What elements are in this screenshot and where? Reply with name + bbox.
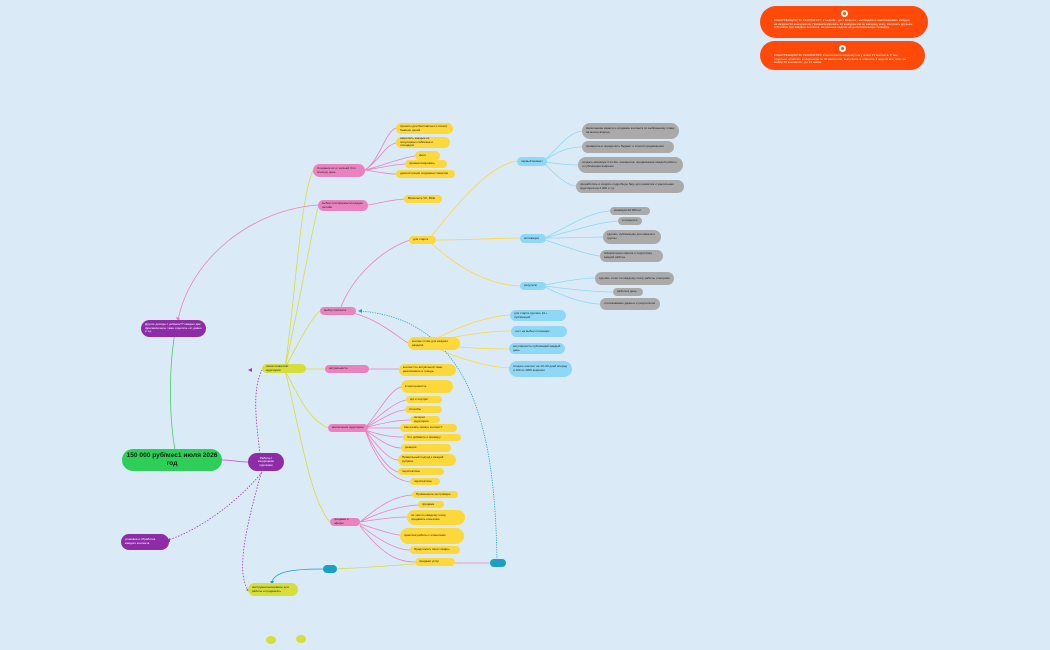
cp1-node[interactable]: для старта сделать 10+ публикаций — [510, 310, 566, 321]
teal-node-left[interactable] — [323, 565, 337, 573]
cp2-node[interactable]: тест на выбор площадок — [511, 326, 567, 337]
s1a-node[interactable]: Наполнение канала и создание контента по… — [582, 123, 679, 139]
s3a-node[interactable]: сделать отчет по каждому этапу работы и … — [595, 272, 674, 285]
work-node[interactable]: Работа с входящими сделками — [248, 453, 284, 471]
e5-node[interactable]: Как начать писать контент? — [400, 424, 457, 432]
s3c-node[interactable]: отслеживание данных и результатов — [600, 298, 660, 310]
c3-node[interactable]: фото — [415, 151, 440, 160]
stage2-node[interactable]: мотивация — [520, 234, 546, 243]
edge-work-passive — [167, 469, 265, 541]
note-text: КОНКУРЕНЦИЯ ПО РЕЗУЛЬТАТУ: 3 контента по… — [774, 53, 906, 65]
sell-node[interactable]: продажи и оферы — [330, 518, 360, 526]
c5-node[interactable]: демонстрация созданных каналов — [396, 170, 455, 178]
f6-node[interactable]: продажи услуг — [415, 558, 455, 566]
note-text: КОНКУРЕНЦИЯ ПО РЕЗУЛЬТАТУ: 2 недели - до… — [774, 18, 913, 30]
alert-icon — [839, 45, 846, 52]
c2-node[interactable]: закрепить каждые из популярных пабликов … — [396, 137, 450, 148]
cp4-node[interactable]: создать контент на 10–30 дней вперед и 1… — [509, 361, 572, 377]
edge-root-other — [170, 332, 176, 451]
engage-node[interactable]: вовлечение аудитории — [328, 424, 368, 432]
f2-node[interactable]: продажа — [418, 501, 444, 508]
s2a-node[interactable]: минимум 20 000 шт — [610, 207, 650, 215]
s3b-node[interactable]: работа в день — [613, 288, 643, 296]
c1-node[interactable]: проекты для бесплатных и спектр бывших ц… — [396, 123, 453, 134]
pick-child-node[interactable]: ВКонтакте VK, ВСЕ — [404, 195, 442, 203]
pick-platform-node[interactable]: выбор платформы/площадки онлайн — [318, 200, 368, 211]
f5-node[interactable]: Предложить свои товары — [410, 546, 460, 554]
f4-node[interactable]: практика работы с клиентами — [400, 528, 464, 544]
note-card-2[interactable]: КОНКУРЕНЦИЯ ПО РЕЗУЛЬТАТУ: 3 контента по… — [760, 41, 925, 70]
create-block-node[interactable]: Создание из от жизней 3 по эпизоду день — [313, 164, 365, 177]
s1c-node[interactable]: создать минимум 3 из 20+ элементов, прод… — [578, 157, 683, 173]
e7-node[interactable]: реакция — [401, 444, 451, 452]
s2d-node[interactable]: Оформление канала и подготовка каждой ра… — [600, 250, 663, 262]
other-income-node[interactable]: Другие доходы с уебресь?? каждых две фре… — [141, 320, 206, 337]
alert-icon — [840, 10, 848, 17]
s2c-node[interactable]: сделать публикацию для канала и группы — [603, 230, 661, 244]
s1b-node[interactable]: проверить и определить бюджет и способ п… — [582, 141, 674, 153]
s1d-node[interactable]: проработать и создать подробную базу для… — [576, 180, 684, 193]
e9-node[interactable]: перспективы — [398, 468, 444, 475]
f1-node[interactable]: Применение на примере — [412, 491, 458, 498]
main-branch-node[interactable]: поиск клиентов/аудитория — [262, 364, 306, 373]
e8-node[interactable]: Правильный подход к каждой рубрике — [398, 454, 456, 466]
edge-work-main — [255, 369, 263, 455]
relevance-node[interactable]: актуальность — [325, 365, 369, 373]
e3-node[interactable]: способы — [405, 406, 442, 413]
root-node[interactable]: 150 000 руб/мес1 июля 2026 год — [122, 449, 222, 471]
relevance-child-node[interactable]: контент по актуальной теме, реализовать … — [399, 364, 456, 376]
e4-node[interactable]: интерес аудитории — [410, 416, 440, 423]
floating-blob-1[interactable] — [266, 636, 276, 644]
c4-node[interactable]: проанализировать — [405, 160, 447, 168]
s2b-node[interactable]: в процессе — [618, 217, 642, 225]
edge-root-work — [221, 459, 249, 463]
f3-node[interactable]: по чем по каждому этапу продавать клиент… — [407, 510, 465, 525]
content-plan-node[interactable]: контент план для каждого раздела — [408, 337, 460, 350]
bottom-branch-node[interactable]: инструменты/сервисы для работы и продвиг… — [248, 583, 298, 596]
e6-node[interactable]: Что добавить к примеру — [403, 434, 461, 441]
to-start-node[interactable]: для старта — [409, 236, 436, 244]
edge-work-bottom — [242, 469, 263, 591]
e2-node[interactable]: ЦА и портрет — [406, 396, 442, 403]
stage1-node[interactable]: первый момент — [517, 157, 547, 166]
e10-node[interactable]: перспективы — [410, 478, 440, 485]
stage3-node[interactable]: результат — [520, 282, 546, 290]
passive-node[interactable]: упаковка и обработка каждого контента — [121, 534, 169, 550]
teal-node-right[interactable] — [490, 559, 506, 567]
floating-blob-2[interactable] — [296, 635, 306, 643]
choose-content-node[interactable]: выбор контента — [320, 307, 356, 315]
note-card-1[interactable]: КОНКУРЕНЦИЯ ПО РЕЗУЛЬТАТУ: 2 недели - до… — [760, 6, 928, 38]
e1-node[interactable]: в чем ценность — [401, 380, 453, 393]
cp3-node[interactable]: регулярность публикаций каждый день — [509, 343, 565, 354]
